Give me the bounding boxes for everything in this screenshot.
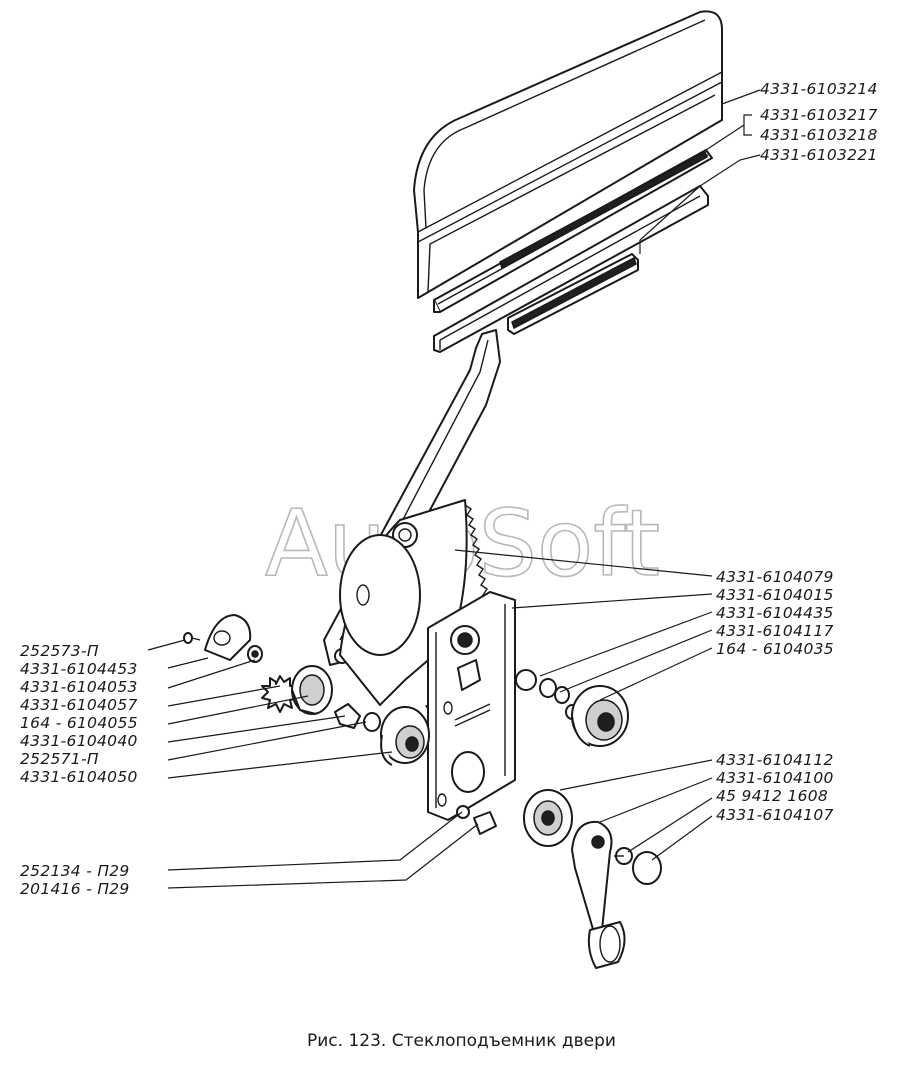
screw-right <box>614 847 633 865</box>
label-4331-6104057: 4331-6104057 <box>20 696 138 714</box>
label-164-6104035: 164 - 6104035 <box>716 640 834 658</box>
window-crank-handle <box>571 820 626 969</box>
label-4331-6104435: 4331-6104435 <box>716 604 834 622</box>
label-252134-p29: 252134 - П29 <box>20 862 130 880</box>
glass-channel-bottom <box>507 253 639 335</box>
bearing-left <box>291 665 333 715</box>
label-4331-6104050: 4331-6104050 <box>20 768 138 786</box>
small-nut-left <box>247 645 263 663</box>
label-4331-6103221: 4331-6103221 <box>760 146 878 164</box>
label-4331-6103214: 4331-6103214 <box>760 80 878 98</box>
glass-channel-upper <box>433 149 713 313</box>
label-4331-6104053: 4331-6104053 <box>20 678 138 696</box>
label-4331-6104040: 4331-6104040 <box>20 732 138 750</box>
drum-left <box>380 706 430 766</box>
label-4331-6104079: 4331-6104079 <box>716 568 834 586</box>
bolt-bottom <box>473 811 497 835</box>
part-labels: 4331-6103214 4331-6103217 4331-6103218 4… <box>20 80 878 898</box>
label-4331-6104100: 4331-6104100 <box>716 769 834 787</box>
cap-right <box>632 851 662 885</box>
washer-bottom <box>456 805 470 819</box>
ring-right <box>523 789 573 847</box>
label-4331-6103217: 4331-6103217 <box>760 106 878 124</box>
mounting-plate <box>427 591 516 821</box>
label-4331-6104107: 4331-6104107 <box>716 806 834 824</box>
label-4331-6104112: 4331-6104112 <box>716 751 834 769</box>
label-4331-6104453: 4331-6104453 <box>20 660 138 678</box>
spring-right <box>515 669 579 720</box>
shaft-left <box>334 703 381 732</box>
screw-left <box>183 632 201 644</box>
cover-plate-left <box>204 614 252 661</box>
label-164-6104055: 164 - 6104055 <box>20 714 138 732</box>
label-45-9412-1608: 45 9412 1608 <box>716 787 828 805</box>
figure-caption: Рис. 123. Стеклоподъемник двери <box>307 1031 616 1051</box>
label-4331-6104015: 4331-6104015 <box>716 586 834 604</box>
window-glass <box>413 10 723 299</box>
label-201416-p29: 201416 - П29 <box>20 880 130 898</box>
leader-lines <box>147 89 761 889</box>
label-4331-6103218: 4331-6103218 <box>760 126 878 144</box>
label-4331-6104117: 4331-6104117 <box>716 622 834 640</box>
bearing-right <box>571 685 629 747</box>
label-252573-p: 252573-П <box>20 642 99 660</box>
label-252571-p: 252571-П <box>20 750 99 768</box>
